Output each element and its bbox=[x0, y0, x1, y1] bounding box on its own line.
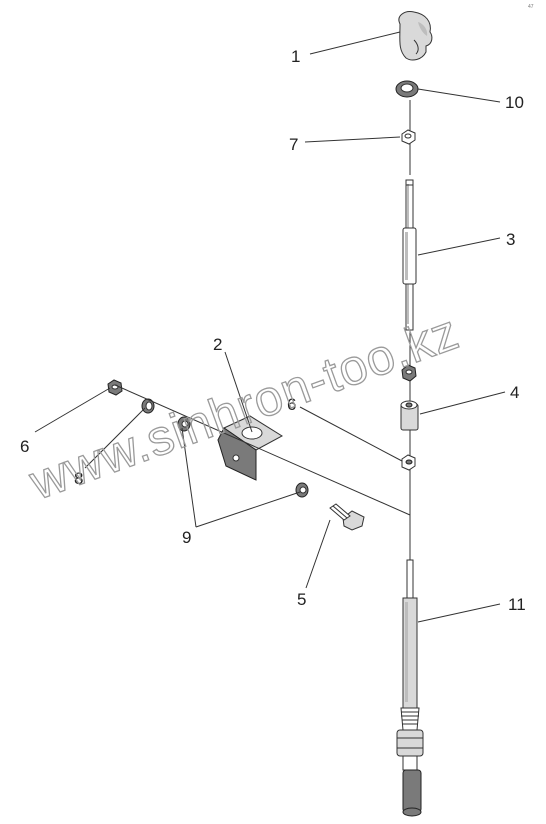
coupling bbox=[400, 400, 419, 431]
callout-6-right: 6 bbox=[287, 395, 296, 414]
leader-lines bbox=[34, 31, 506, 623]
callout-11: 11 bbox=[508, 595, 526, 614]
callout-7: 7 bbox=[289, 135, 298, 154]
flat-washer-upper bbox=[177, 416, 191, 432]
callout-5: 5 bbox=[297, 590, 306, 609]
callout-4: 4 bbox=[510, 383, 519, 402]
lower-nut bbox=[401, 454, 416, 471]
bolt bbox=[329, 503, 365, 531]
upper-rod bbox=[402, 179, 417, 331]
callout-labels: 1 10 7 3 2 4 6 6 8 9 5 11 bbox=[20, 47, 526, 614]
bolt-axis-line bbox=[114, 384, 411, 516]
spring-washer bbox=[141, 398, 155, 414]
callout-6-left: 6 bbox=[20, 437, 29, 456]
mid-nut bbox=[401, 364, 417, 382]
shift-knob bbox=[398, 11, 433, 61]
callout-1: 1 bbox=[291, 47, 300, 66]
callout-8: 8 bbox=[74, 469, 83, 488]
lower-cable bbox=[396, 559, 424, 817]
watermark-text: www.sinhron-too.kz bbox=[22, 303, 466, 510]
upper-nut bbox=[401, 129, 416, 145]
left-nut bbox=[107, 379, 123, 396]
corner-mark: 47 bbox=[528, 4, 534, 10]
mounting-bracket bbox=[217, 415, 283, 481]
ring-washer bbox=[395, 80, 419, 98]
callout-3: 3 bbox=[506, 230, 515, 249]
callout-2: 2 bbox=[213, 335, 222, 354]
flat-washer-lower bbox=[295, 482, 309, 498]
callout-10: 10 bbox=[505, 93, 524, 112]
callout-9: 9 bbox=[182, 528, 191, 547]
